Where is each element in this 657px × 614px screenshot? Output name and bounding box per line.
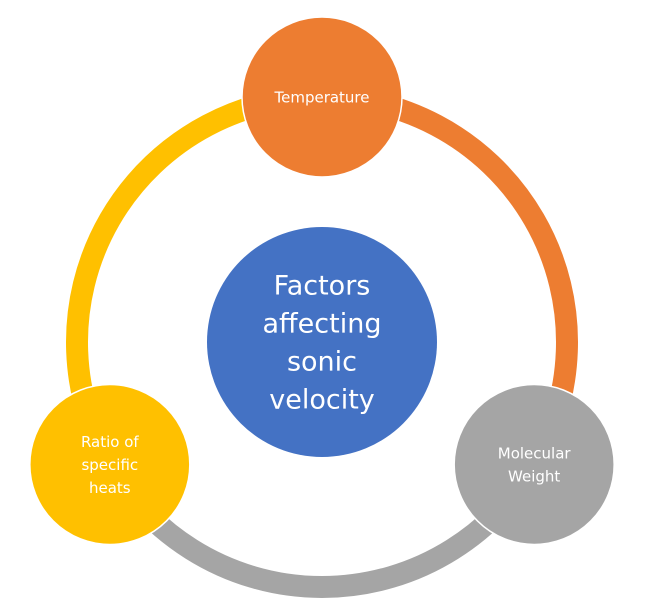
node-label-molecular-weight-line: Weight	[508, 467, 560, 485]
node-circle-ratio-of-specific-heats	[29, 383, 191, 546]
node-ratio-of-specific-heats: Ratio of specific heats	[29, 383, 191, 546]
center-label-line: Factors	[274, 270, 371, 301]
center-label-line: sonic	[287, 346, 357, 377]
node-label-temperature-line: Temperature	[273, 88, 369, 106]
center-circle	[207, 227, 437, 457]
node-label-ratio-of-specific-heats-line: Ratio of	[81, 433, 139, 451]
node-label-ratio-of-specific-heats-line: specific	[81, 456, 138, 474]
node-label-molecular-weight-line: Molecular	[498, 444, 572, 462]
center-node: Factors affecting sonic velocity	[207, 227, 437, 457]
node-circle-temperature	[241, 16, 403, 178]
node-temperature: Temperature	[241, 16, 403, 178]
center-label-line: velocity	[269, 384, 375, 415]
node-circle-molecular-weight	[453, 383, 615, 546]
center-label-line: affecting	[263, 308, 382, 339]
node-label-ratio-of-specific-heats-line: heats	[89, 479, 131, 497]
